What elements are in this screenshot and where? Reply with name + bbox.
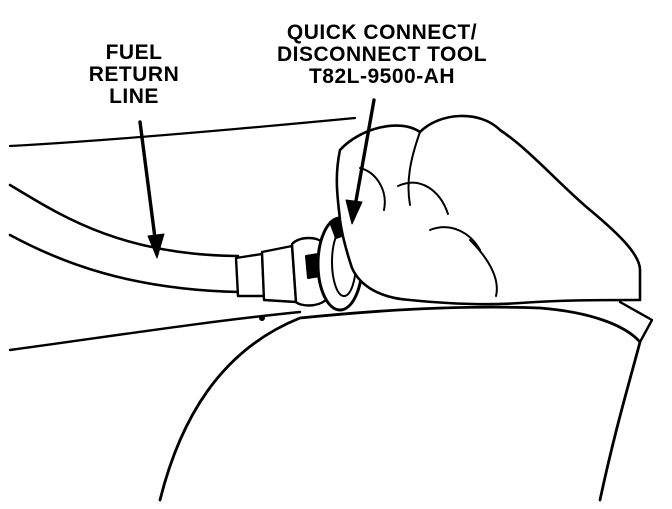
fuel-return-line-label-line-3: LINE [109,85,159,108]
fuel-return-line-hose-bottom [8,233,242,294]
fuel-return-line-label-line-2: RETURN [88,63,180,86]
tool-label-line-2: DISCONNECT TOOL [276,43,488,66]
tool-label-line-1: QUICK CONNECT/ [286,21,478,44]
fuel-line-arrow-head [147,233,165,259]
fuel-return-line-label: FUEL RETURN LINE [74,42,194,108]
tool-arrow-head [345,199,363,225]
tool-label-line-3: T82L-9500-AH [308,65,456,88]
tool-arrow-shaft [352,98,376,214]
knuckle-fold [469,239,498,297]
fuel-return-line-label-line-1: FUEL [105,41,163,64]
quick-connect-tool-label: QUICK CONNECT/ DISCONNECT TOOL T82L-9500… [262,22,502,88]
finger-crease-1 [407,131,421,206]
fuel-tank-outline [158,305,642,502]
fuel-return-line-hose-top [8,183,240,258]
connector-body [260,244,298,304]
mounting-dot [259,315,265,321]
fuel-tank-seam [618,300,654,344]
vehicle-body-upper-line [8,116,357,148]
finger-crease-3 [429,226,481,251]
thumb-fold [359,167,386,211]
hose-fitting [234,252,266,298]
finger-crease-2 [397,181,449,215]
hand-outline [335,114,642,306]
fuel-line-arrow-shaft [138,120,158,248]
